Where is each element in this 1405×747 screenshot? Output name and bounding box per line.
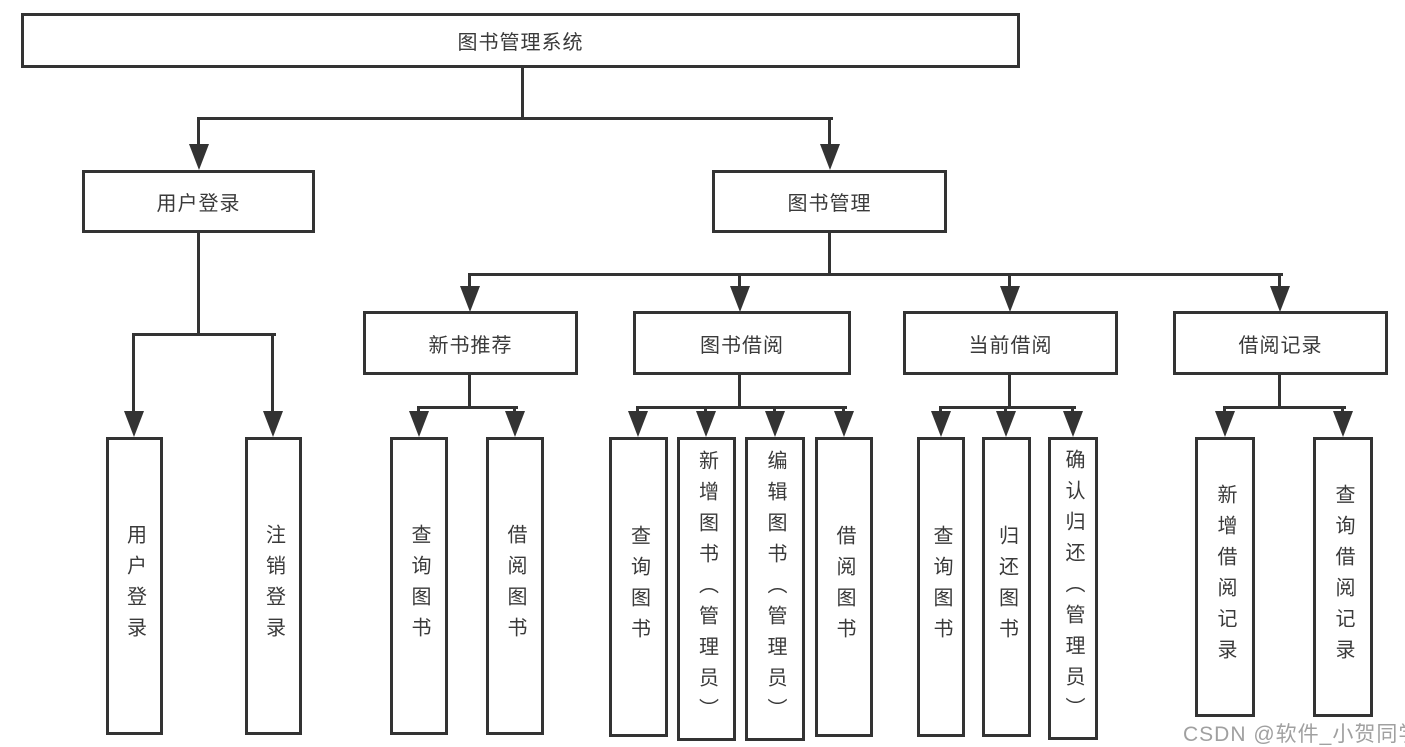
node-label: 查询图书	[408, 524, 430, 648]
arrowhead-down	[765, 411, 785, 437]
node-user-login-branch: 用户登录	[82, 170, 315, 233]
connector-line	[1278, 373, 1281, 409]
connector-line	[1223, 406, 1346, 409]
arrowhead-down	[1000, 286, 1020, 312]
connector-line	[1008, 273, 1011, 289]
connector-line	[513, 406, 516, 415]
arrowhead-down	[834, 411, 854, 437]
connector-line	[828, 231, 831, 276]
node-library-management-system: 图书管理系统	[21, 13, 1020, 68]
connector-line	[939, 406, 942, 415]
node-label: 用户登录	[156, 193, 241, 215]
connector-line	[1278, 273, 1281, 289]
arrowhead-down	[1270, 286, 1290, 312]
arrowhead-down	[263, 411, 283, 437]
connector-line	[468, 373, 471, 409]
node-label: 借阅图书	[833, 525, 855, 649]
connector-line	[773, 406, 776, 415]
connector-line	[636, 406, 639, 415]
connector-line	[828, 117, 831, 147]
connector-line	[738, 273, 741, 289]
node-label: 注销登录	[262, 524, 285, 648]
connector-line	[132, 333, 276, 336]
connector-line	[939, 406, 1076, 409]
connector-line	[271, 333, 274, 415]
node-label: 查询图书	[930, 525, 952, 649]
node-book-borrowing: 图书借阅	[633, 311, 851, 375]
node-label: 确认归还（管理员）	[1062, 449, 1084, 728]
arrowhead-down	[996, 411, 1016, 437]
connector-line	[636, 406, 847, 409]
node-add-book-admin: 新增图书（管理员）	[677, 437, 736, 741]
node-label: 新增借阅记录	[1214, 484, 1236, 670]
node-label: 借阅图书	[504, 524, 526, 648]
connector-line	[1071, 406, 1074, 415]
arrowhead-down	[124, 411, 144, 437]
node-edit-book-admin: 编辑图书（管理员）	[745, 437, 805, 741]
arrowhead-down	[505, 411, 525, 437]
node-add-borrow-record: 新增借阅记录	[1195, 437, 1255, 717]
connector-line	[132, 333, 135, 415]
node-borrowing-records: 借阅记录	[1173, 311, 1388, 375]
connector-line	[468, 273, 1283, 276]
arrowhead-down	[696, 411, 716, 437]
node-query-books-borrowing: 查询图书	[609, 437, 668, 737]
connector-line	[197, 117, 200, 147]
node-user-login-leaf: 用户登录	[106, 437, 163, 735]
node-query-books-current: 查询图书	[917, 437, 965, 737]
node-label: 借阅记录	[1238, 334, 1323, 357]
arrowhead-down	[1063, 411, 1083, 437]
connector-line	[417, 406, 518, 409]
connector-line	[704, 406, 707, 415]
node-label: 查询图书	[627, 525, 650, 649]
node-confirm-return-admin: 确认归还（管理员）	[1048, 437, 1098, 740]
arrowhead-down	[628, 411, 648, 437]
node-label: 查询借阅记录	[1332, 484, 1354, 670]
arrowhead-down	[730, 286, 750, 312]
node-query-borrow-record: 查询借阅记录	[1313, 437, 1373, 717]
connector-line	[417, 406, 420, 415]
node-return-books: 归还图书	[982, 437, 1031, 737]
connector-line	[197, 117, 833, 120]
arrowhead-down	[931, 411, 951, 437]
connector-line	[468, 273, 471, 289]
node-borrow-books-borrowing: 借阅图书	[815, 437, 873, 737]
node-book-management: 图书管理	[712, 170, 947, 233]
node-borrow-books-recommend: 借阅图书	[486, 437, 544, 735]
node-logout: 注销登录	[245, 437, 302, 735]
node-new-book-recommendation: 新书推荐	[363, 311, 578, 375]
node-label: 图书管理	[787, 193, 872, 215]
arrowhead-down	[820, 144, 840, 170]
node-label: 归还图书	[995, 525, 1018, 649]
arrowhead-down	[189, 144, 209, 170]
arrowhead-down	[409, 411, 429, 437]
arrowhead-down	[1215, 411, 1235, 437]
connector-line	[842, 406, 845, 415]
arrowhead-down	[460, 286, 480, 312]
node-label: 新书推荐	[428, 334, 513, 357]
node-label: 当前借阅	[968, 334, 1053, 357]
csdn-watermark: CSDN @软件_小贺同学	[1183, 723, 1405, 746]
connector-line	[197, 231, 200, 336]
node-current-borrowing: 当前借阅	[903, 311, 1118, 375]
connector-line	[1223, 406, 1226, 415]
connector-line	[1008, 373, 1011, 409]
node-label: 图书借阅	[700, 334, 784, 357]
connector-line	[738, 373, 741, 409]
connector-line	[1341, 406, 1344, 415]
node-query-books-recommend: 查询图书	[390, 437, 448, 735]
node-label: 编辑图书（管理员）	[764, 449, 786, 729]
node-label: 用户登录	[123, 524, 146, 648]
arrowhead-down	[1333, 411, 1353, 437]
node-label: 新增图书（管理员）	[695, 449, 718, 729]
connector-line	[1004, 406, 1007, 415]
connector-line	[521, 66, 524, 120]
node-label: 图书管理系统	[457, 32, 584, 54]
